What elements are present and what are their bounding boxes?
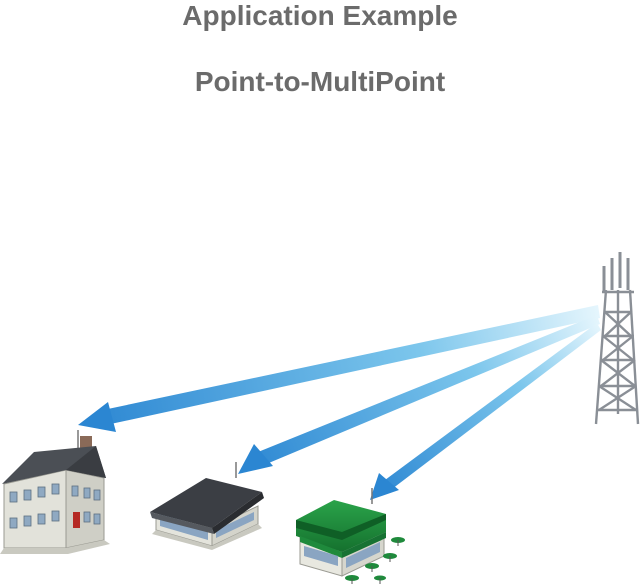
page-subtitle: Point-to-MultiPoint [194,66,446,97]
cafe-icon [296,488,405,584]
signal-beam-house [78,305,600,432]
house-icon [0,430,110,554]
shop-icon [150,462,264,550]
signal-beam-cafe [370,323,601,500]
cell-tower-icon [594,252,640,425]
signal-beam-shop [238,315,600,474]
page-title: Application Example [182,0,458,31]
